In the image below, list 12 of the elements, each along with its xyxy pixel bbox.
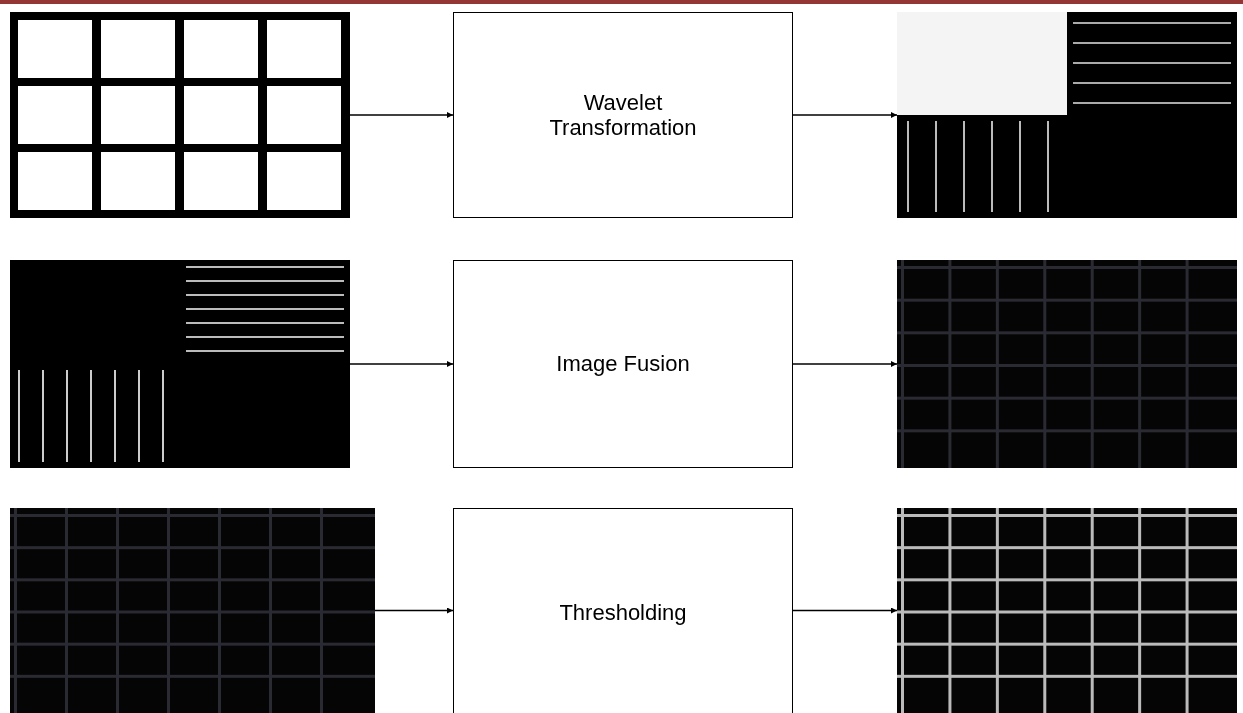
arrow (349, 112, 454, 118)
process-box (453, 508, 793, 713)
process-box (453, 12, 793, 218)
process-label: Thresholding (558, 600, 688, 626)
process-label: Image Fusion (555, 351, 691, 377)
arrow (792, 361, 898, 367)
process-label: Wavelet Transformation (548, 89, 698, 141)
arrow (349, 361, 454, 367)
arrow (374, 607, 454, 614)
arrow (792, 607, 898, 614)
process-box (453, 260, 793, 468)
arrow (792, 112, 898, 118)
